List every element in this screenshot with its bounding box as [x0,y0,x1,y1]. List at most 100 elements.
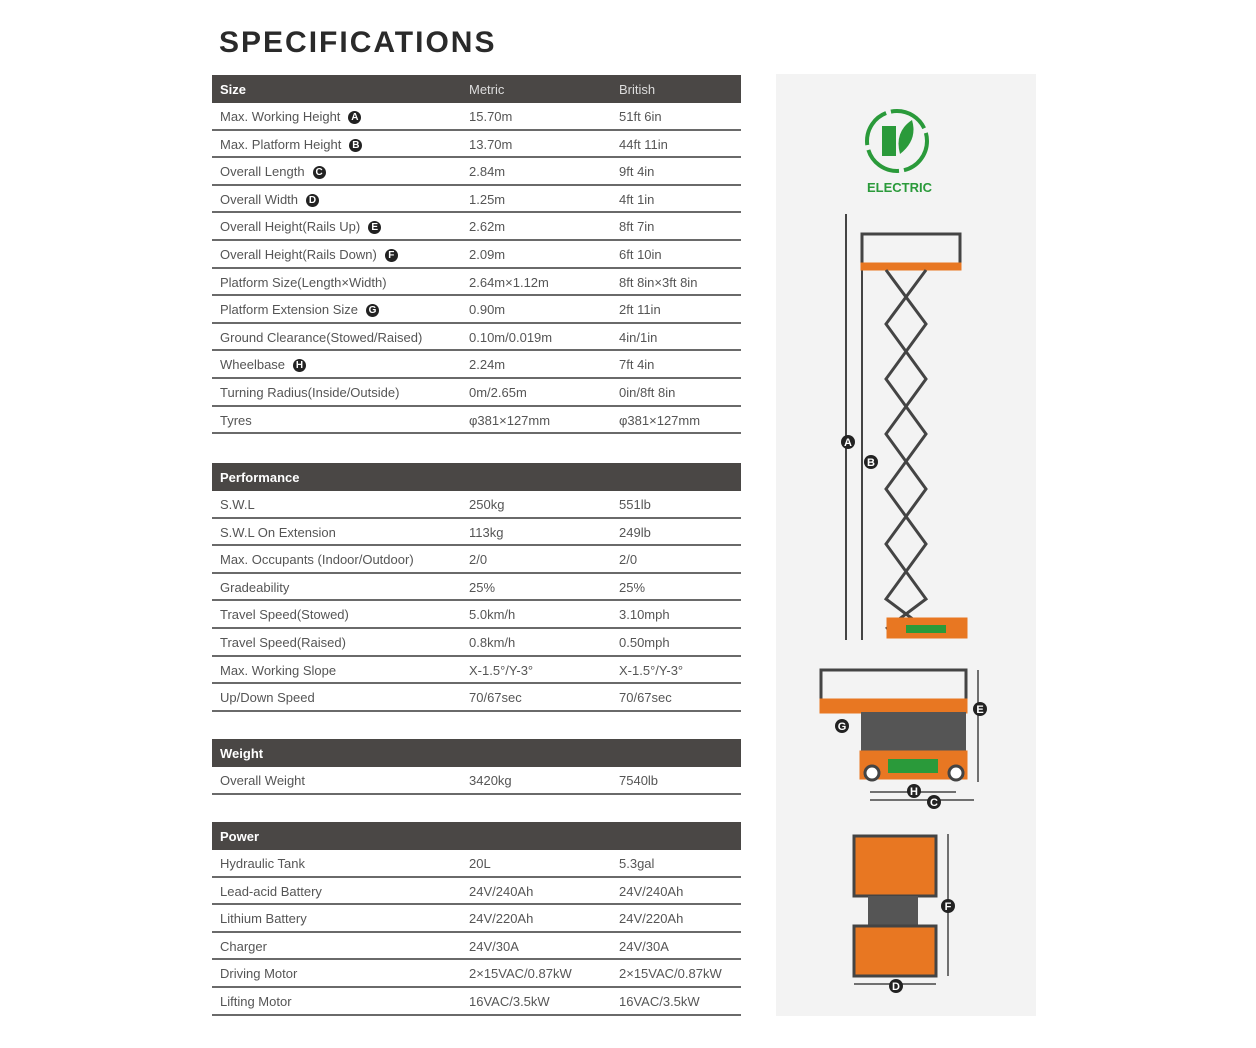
british-header: British [619,82,656,97]
label-cell: Max. Platform Height B [220,136,363,152]
badge-f-label: F [945,901,952,913]
dimension-badge: D [306,193,320,207]
row-label: Platform Extension Size [220,302,359,318]
metric-value: 113kg [469,524,504,540]
scissor-lift-diagrams: A B C D E F G H [819,109,987,993]
label-cell: Lifting Motor [220,994,292,1009]
british-value: 7ft 4in [619,357,655,373]
label-cell: Lithium Battery [220,911,307,926]
metric-value: 13.70m [469,136,513,152]
british-value: 4ft 1in [619,191,655,207]
row-label: Overall Height(Rails Up) [220,219,361,235]
row-label: Max. Occupants (Indoor/Outdoor) [220,552,414,568]
metric-value: 15.70m [469,109,513,124]
row-label: Gradeability [220,579,290,595]
british-value: 9ft 4in [619,164,655,180]
label-cell: Gradeability [220,580,289,595]
badge-c-label: C [930,797,938,809]
row-label: Lifting Motor [220,993,292,1009]
metric-value: 0m/2.65m [469,384,527,400]
diagram-panel: A B C D E F G H [776,74,1036,1016]
dimension-badge: H [293,359,307,373]
british-value: 2/0 [619,552,638,568]
section-header: Power [212,822,741,850]
row-label: Overall Length [220,164,305,180]
dimension-badge: B [349,138,363,152]
label-cell: Max. Working Slope [220,663,336,678]
metric-value: 24V/220Ah [469,911,534,927]
metric-value: 2.64m×1.12m [469,274,549,290]
row-label: Overall Height(Rails Down) [220,246,377,262]
label-cell: Max. Working Height A [220,109,362,124]
row-label: Max. Working Height [220,109,341,124]
dimension-badge: A [348,111,362,124]
british-value: 8ft 7in [619,219,655,235]
british-value: 6ft 10in [619,246,662,262]
british-value: 25% [619,579,646,595]
row-label: Lead-acid Battery [220,883,322,899]
british-value: 16VAC/3.5kW [619,993,700,1009]
row-label: Hydraulic Tank [220,856,306,871]
metric-value: 0.90m [469,302,506,318]
row-label: S.W.L [220,497,255,512]
label-cell: Lead-acid Battery [220,884,322,899]
badge-b: B [864,455,878,469]
dimension-badge: E [368,221,382,235]
row-label: Charger [220,938,267,954]
metric-header: Metric [469,82,505,97]
badge-h: H [907,784,921,798]
metric-value: 250kg [469,497,505,512]
british-value: 0in/8ft 8in [619,384,676,400]
label-cell: Travel Speed(Raised) [220,635,346,650]
badge-e-label: E [976,704,983,716]
british-value: 8ft 8in×3ft 8in [619,274,698,290]
metric-value: 24V/30A [469,938,519,954]
section-title: Weight [220,746,264,761]
metric-value: 1.25m [469,191,506,207]
british-value: 249lb [619,524,651,540]
badge-g: G [835,719,849,733]
badge-h-label: H [910,786,918,798]
front-view-diagram [852,834,949,985]
metric-value: 70/67sec [469,690,522,706]
electric-label: ELECTRIC [867,180,932,195]
badge-c: C [927,795,941,809]
table-row: Charger 24V/30A 24V/30A [212,933,741,961]
label-cell: Travel Speed(Stowed) [220,607,349,622]
metric-value: X-1.5°/Y-3° [469,662,534,678]
label-cell: Platform Size(Length×Width) [220,275,387,290]
badge-d-label: D [892,981,900,993]
metric-value: 3420kg [469,773,512,788]
label-cell: Overall Height(Rails Down)F [220,247,398,262]
british-value: 24V/240Ah [619,883,684,899]
british-value: 4in/1in [619,329,658,345]
british-value: φ381×127mm [619,412,701,428]
raised-lift-diagram [845,214,968,640]
row-label: Max. Platform Height [220,136,342,152]
metric-value: φ381×127mm [469,412,551,428]
label-cell: Driving Motor [220,966,297,981]
metric-value: 2.09m [469,246,506,262]
table-row: Platform Size(Length×Width) 2.64m×1.12m 8f… [212,269,741,297]
british-value: 2ft 11in [619,302,661,318]
british-value: 24V/30A [619,938,669,954]
row-label: Travel Speed(Stowed) [220,607,349,623]
metric-value: 2.62m [469,219,506,235]
label-cell: Overall Weight [220,773,305,788]
metric-value: 25% [469,579,496,595]
